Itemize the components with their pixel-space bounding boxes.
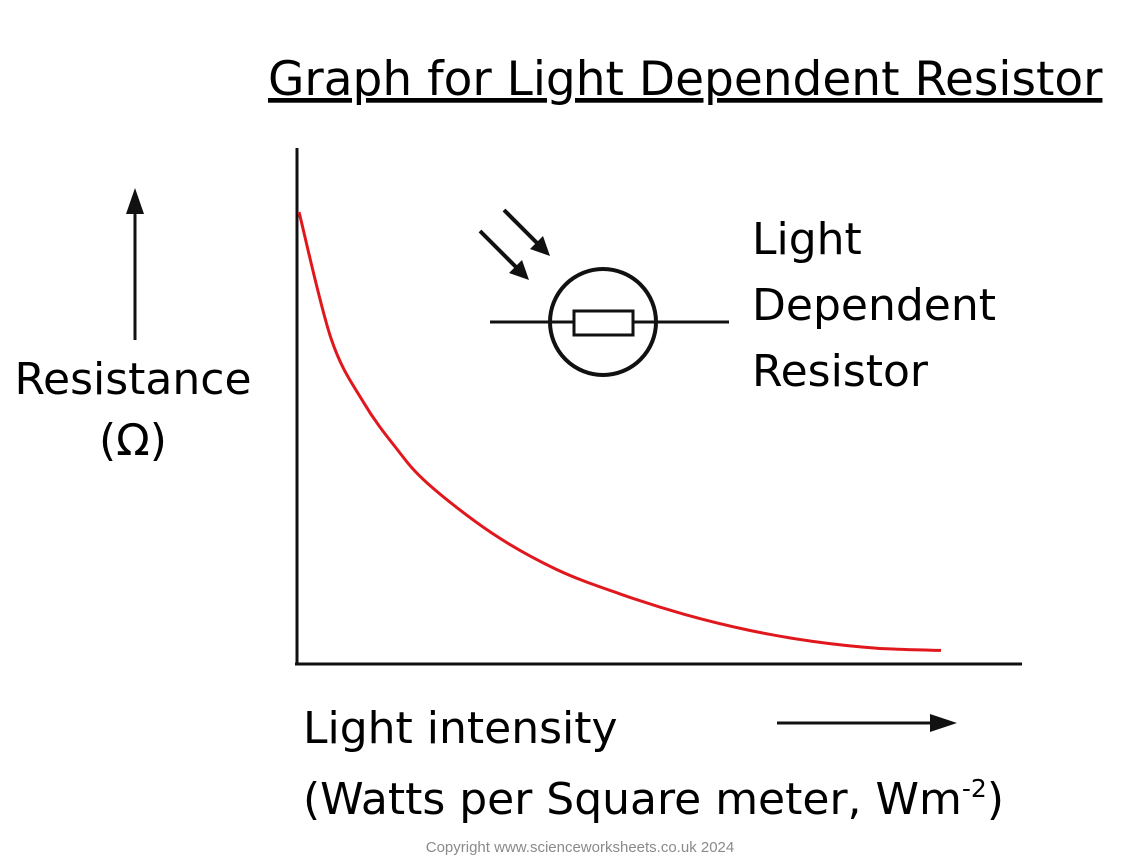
y-axis-label-line1: Resistance [14,354,251,405]
light-dependent-resistor-symbol [478,208,729,377]
resistance-curve [297,211,942,652]
light-arrow-icon [502,208,550,256]
x-axis-label-line2: (Watts per Square meter, Wm-2) [303,774,1004,825]
x-axis-label-superscript: -2 [962,774,987,803]
y-axis-arrow [126,188,144,340]
legend-label-line2: Dependent [752,280,996,331]
y-axis-label-line2: (Ω) [99,415,167,466]
copyright-text: Copyright www.scienceworksheets.co.uk 20… [426,839,734,856]
x-axis-arrow [777,714,957,732]
x-axis-label-line1: Light intensity [303,703,618,754]
x-axis-label-line2-text: (Watts per Square meter, Wm [303,774,962,825]
light-arrow-icon [478,229,529,280]
x-axis-label-closing-paren: ) [987,774,1004,825]
chart-title: Graph for Light Dependent Resistor [268,52,1103,107]
legend-label-line1: Light [752,214,862,265]
legend-label-line3: Resistor [752,346,929,397]
